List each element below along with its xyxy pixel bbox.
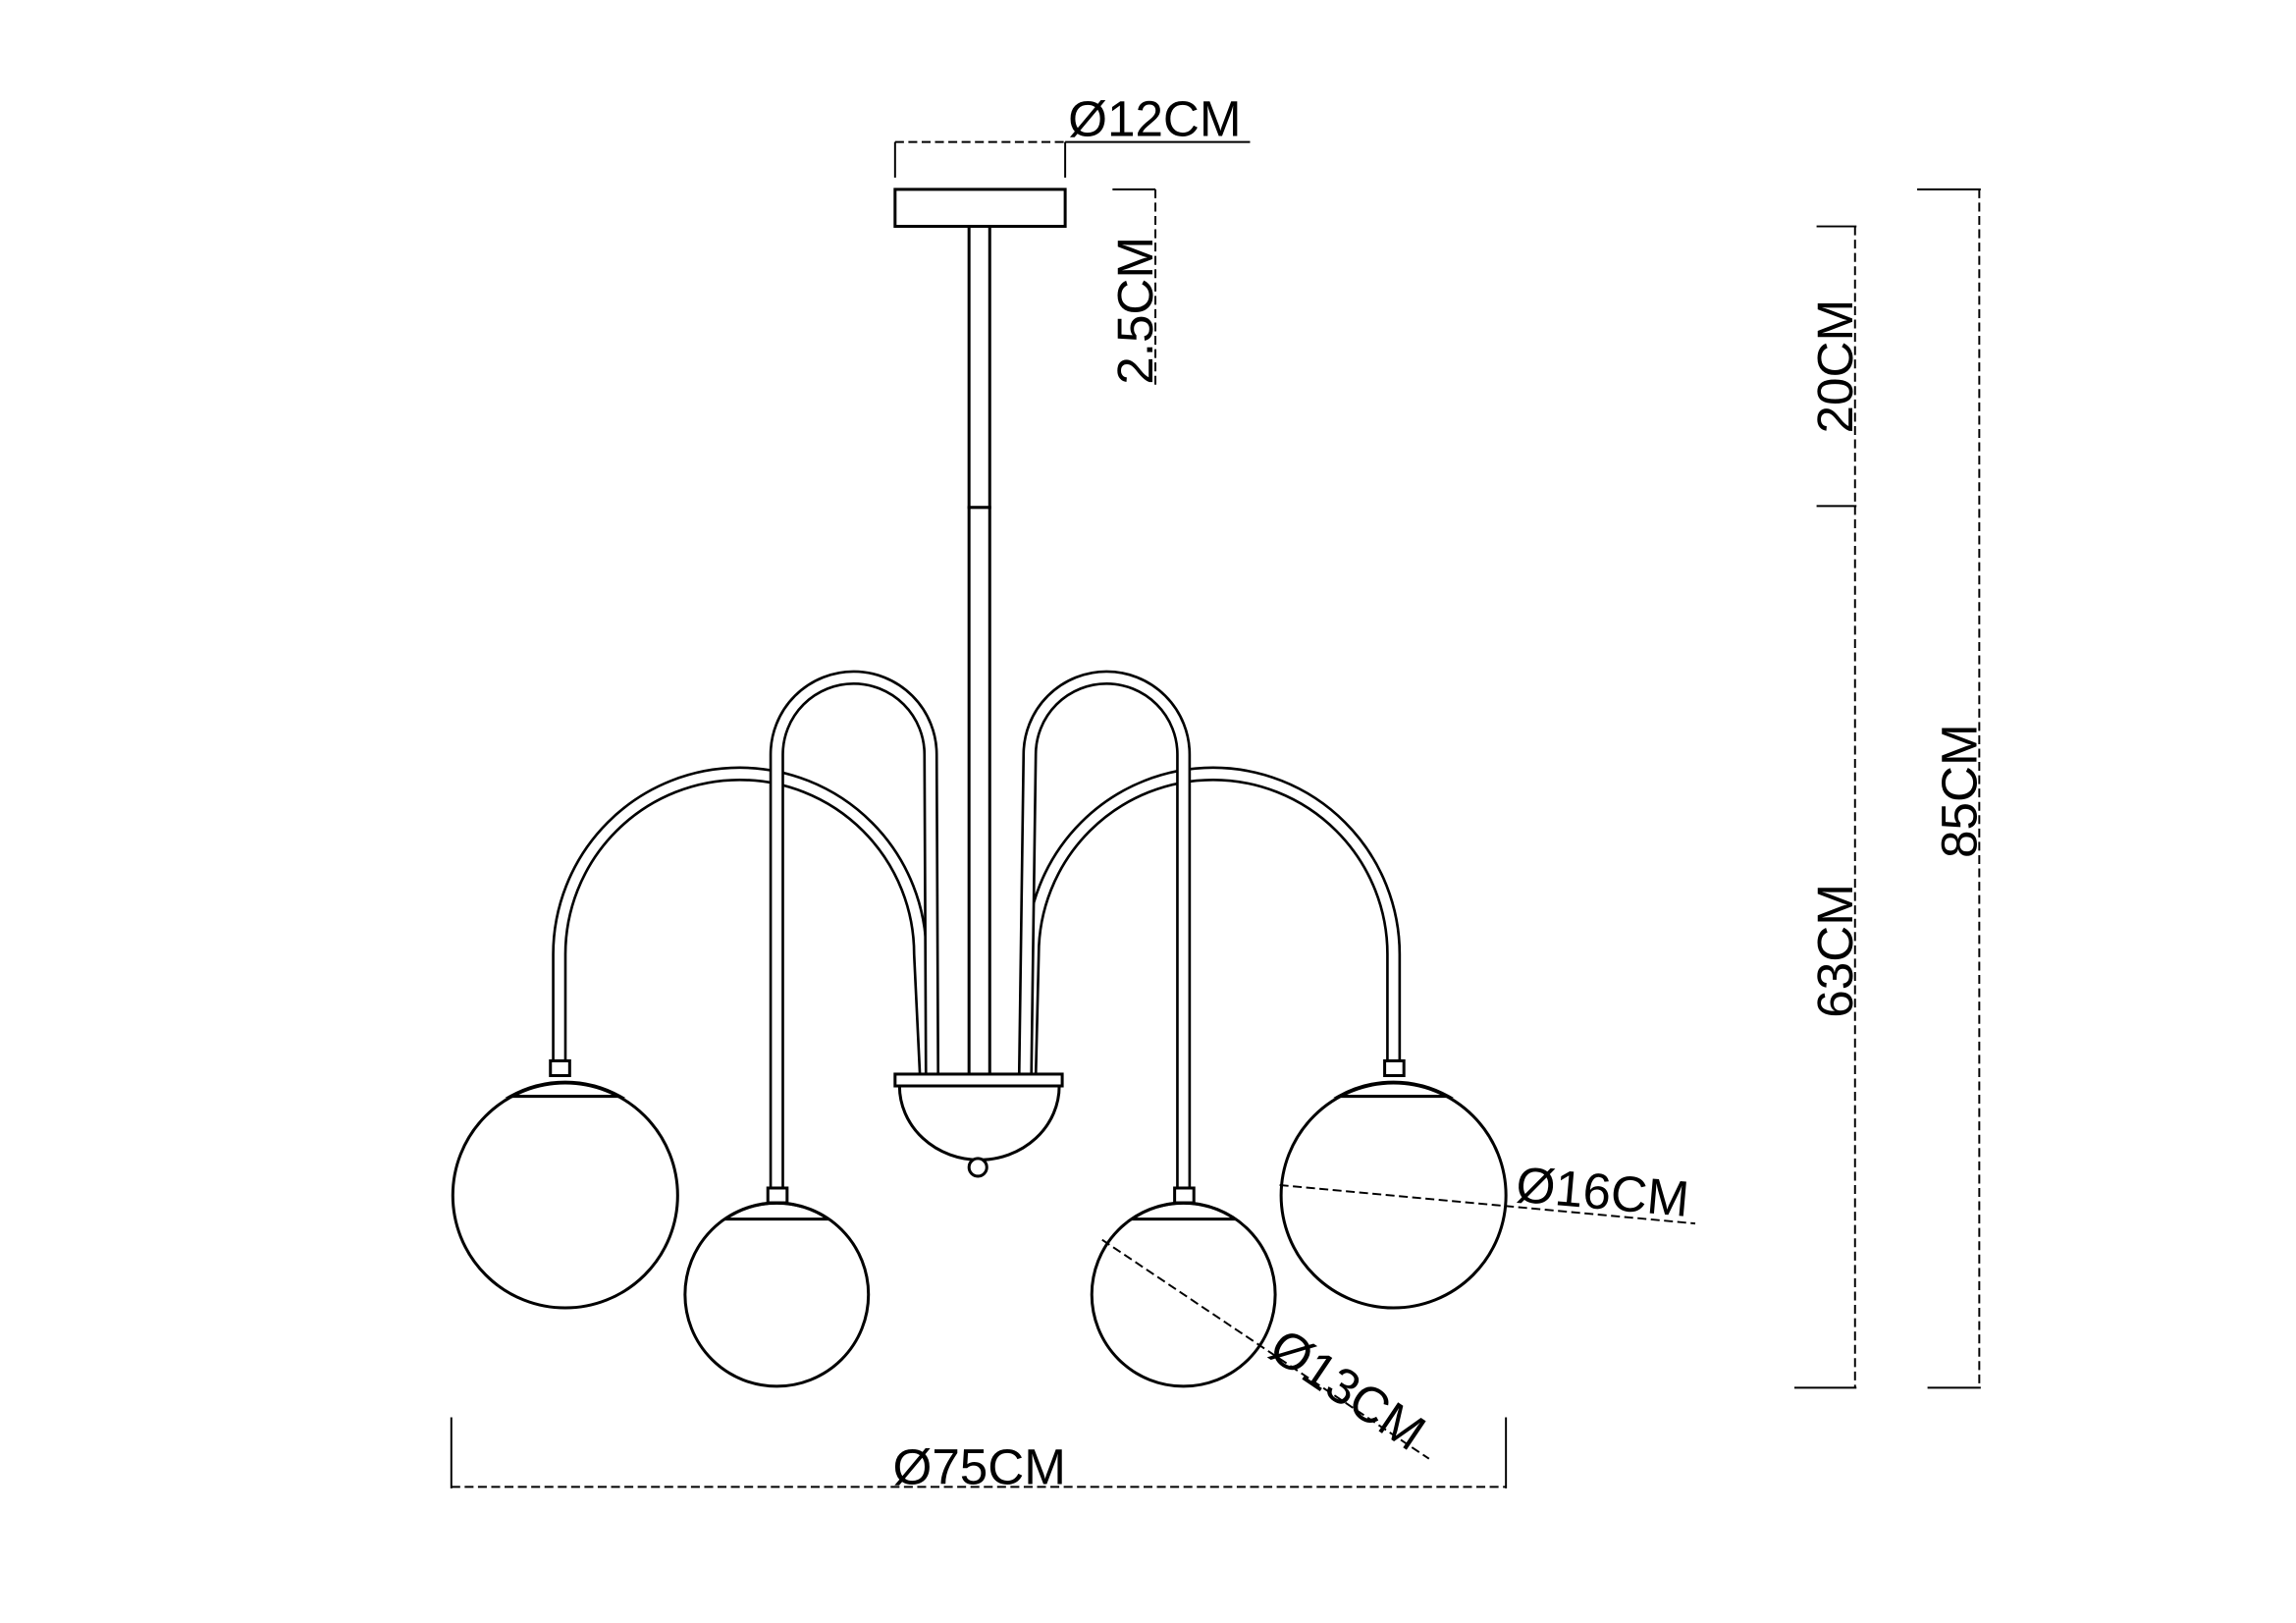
dim-total-height: 85CM	[1917, 188, 1987, 1389]
label-overall-diameter: Ø75CM	[892, 1438, 1065, 1494]
dim-canopy-diameter: Ø12CM	[893, 91, 1251, 178]
dim-overall-diameter: Ø75CM	[450, 1417, 1508, 1494]
dim-body-height: 63CM	[1793, 506, 1863, 1389]
dim-rod-length: 20CM	[1807, 225, 1863, 508]
globe-large-right	[1279, 1058, 1508, 1310]
label-canopy-height: 2.5CM	[1107, 237, 1163, 385]
arms	[552, 670, 1402, 1192]
label-rod-length: 20CM	[1807, 299, 1863, 434]
label-canopy-diameter: Ø12CM	[1068, 91, 1241, 147]
globe-large-left	[451, 1058, 679, 1310]
hub	[893, 1072, 1064, 1178]
label-large-globe-diameter: Ø16CM	[1514, 1157, 1691, 1227]
label-small-globe-diameter: Ø13CM	[1260, 1318, 1435, 1461]
dim-canopy-height: 2.5CM	[1107, 188, 1163, 385]
label-body-height: 63CM	[1807, 884, 1863, 1018]
rod	[967, 225, 991, 1079]
globe-small-right	[1090, 1186, 1277, 1388]
globe-small-left	[683, 1186, 871, 1388]
canopy	[893, 188, 1067, 229]
label-total-height: 85CM	[1931, 724, 1987, 858]
